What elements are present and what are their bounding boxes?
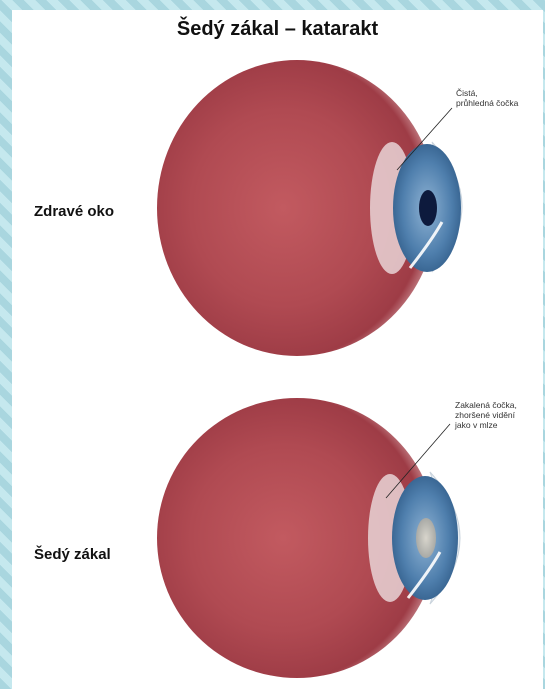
cataract-eye [157,398,460,678]
annotation-line: Čistá, [456,88,545,98]
cataract-eye-label: Šedý zákal [34,546,111,563]
healthy-eye-label: Zdravé oko [34,203,114,220]
cataract-lens-annotation: Zakalená čočka, zhoršené vidění jako v m… [455,400,545,430]
diagram-panel: Šedý zákal – katarakt [12,10,543,689]
annotation-line: zhoršené vidění [455,410,545,420]
healthy-lens-annotation: Čistá, průhledná čočka [456,88,545,108]
annotation-line: jako v mlze [455,420,545,430]
healthy-eye [157,60,462,356]
eye-illustrations [12,10,543,689]
annotation-line: průhledná čočka [456,98,545,108]
cataract-clouded-pupil [416,518,436,558]
annotation-line: Zakalená čočka, [455,400,545,410]
healthy-pupil [419,190,437,226]
